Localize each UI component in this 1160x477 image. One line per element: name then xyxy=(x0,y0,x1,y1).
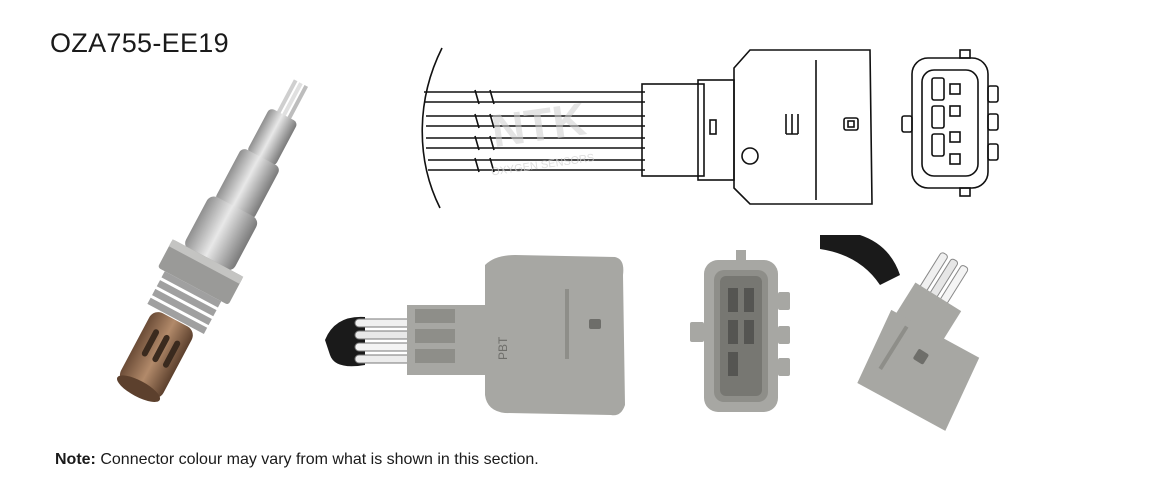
watermark-tagline: OXYGEN SENSORS xyxy=(491,152,596,178)
oxygen-sensor-image xyxy=(117,79,309,402)
housing-marking: PBT xyxy=(496,336,510,360)
note-text: Connector colour may vary from what is s… xyxy=(95,451,539,468)
connector-end-image xyxy=(690,250,790,412)
note-label: Note: xyxy=(55,451,96,468)
connector-colour-note: Note: Connector colour may vary from wha… xyxy=(55,451,539,469)
part-number-title: OZA755-EE19 xyxy=(50,28,229,58)
connector-side-image: PBT xyxy=(325,255,625,416)
connector-angled-image xyxy=(820,235,980,431)
connector-technical-drawing: NTK OXYGEN SENSORS xyxy=(421,47,999,209)
